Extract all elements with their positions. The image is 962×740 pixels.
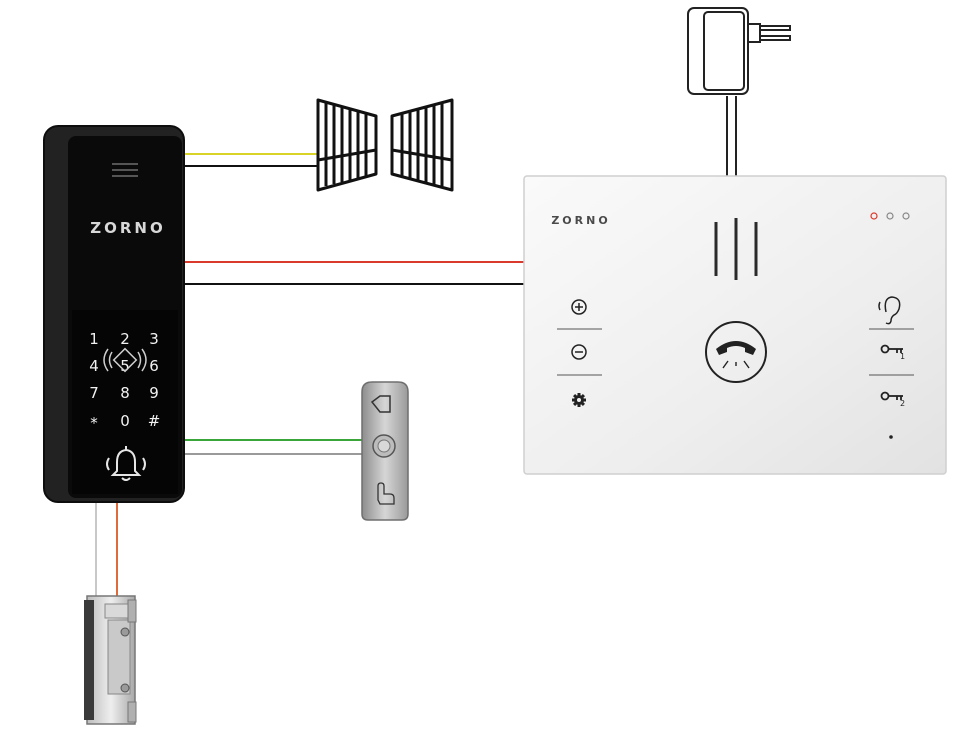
key-2[interactable]: 2 <box>120 330 130 348</box>
unlock-2-button[interactable]: 2 <box>880 391 906 409</box>
key-3[interactable]: 3 <box>149 330 159 348</box>
volume-down-button[interactable] <box>571 344 587 360</box>
electric-strike-icon <box>84 595 137 725</box>
speaker-grille <box>112 163 138 177</box>
key-star[interactable]: * <box>90 414 98 432</box>
handset-button[interactable] <box>705 321 767 383</box>
unlock-2-label: 2 <box>900 399 905 408</box>
unlock-1-button[interactable]: 1 <box>880 344 906 362</box>
power-adapter-icon <box>687 7 791 95</box>
outdoor-panel: ZORNO 1 2 3 4 5 6 7 8 9 * 0 # <box>43 125 185 503</box>
outdoor-panel-brand: ZORNO <box>90 219 165 237</box>
status-leds <box>870 212 910 220</box>
ear-icon <box>884 296 901 325</box>
minus-circle-icon <box>571 344 587 360</box>
keypad: 1 2 3 4 5 6 7 8 9 * 0 # <box>89 330 160 432</box>
key-hash[interactable]: # <box>148 412 161 430</box>
unlock-1-label: 1 <box>900 352 905 361</box>
key-icon <box>880 344 903 354</box>
volume-up-button[interactable] <box>571 299 587 315</box>
microphone-hole <box>889 435 893 439</box>
handset-icon <box>716 341 756 355</box>
key-9[interactable]: 9 <box>149 384 159 402</box>
gate-icon <box>316 98 454 192</box>
hearing-button[interactable] <box>878 296 901 325</box>
exit-button-icon <box>361 381 409 521</box>
key-8[interactable]: 8 <box>120 384 130 402</box>
key-4[interactable]: 4 <box>89 357 99 375</box>
key-7[interactable]: 7 <box>89 384 99 402</box>
key-5[interactable]: 5 <box>120 357 130 375</box>
key-0[interactable]: 0 <box>120 412 130 430</box>
bell-icon[interactable] <box>106 446 146 481</box>
plus-circle-icon <box>571 299 587 315</box>
key-6[interactable]: 6 <box>149 357 159 375</box>
key-1[interactable]: 1 <box>89 330 99 348</box>
monitor-brand: ZORNO <box>551 214 610 227</box>
gear-icon <box>572 393 586 407</box>
speaker-slots <box>714 218 758 280</box>
settings-button[interactable] <box>572 393 586 407</box>
rfid-icon <box>103 347 147 373</box>
key-icon <box>880 391 903 401</box>
indoor-monitor: ZORNO <box>523 175 947 475</box>
wires <box>95 96 737 596</box>
